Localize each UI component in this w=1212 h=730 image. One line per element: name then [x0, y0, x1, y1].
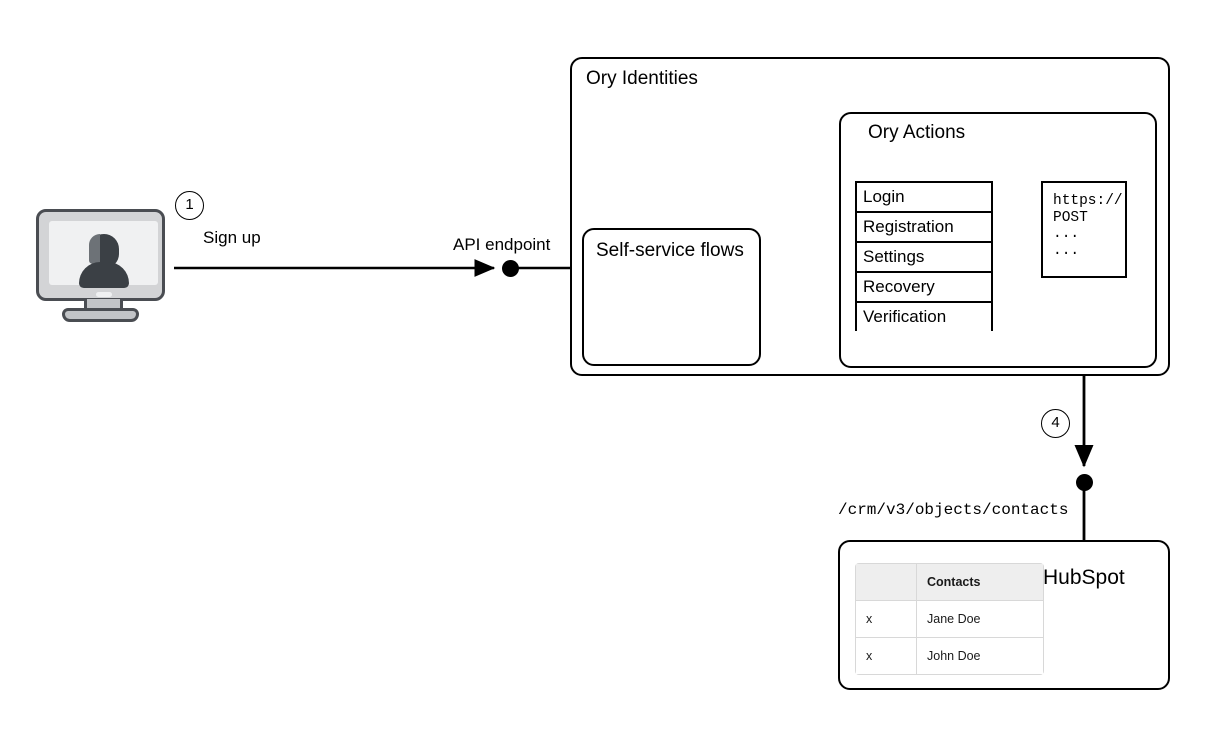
- monitor-bezel: [36, 209, 165, 301]
- table-header-blank: [855, 563, 917, 601]
- self-service-flow-list: Login Registration Settings Recovery Ver…: [855, 181, 993, 333]
- self-service-flows-title: Self-service flows: [596, 240, 744, 261]
- hubspot-endpoint-junction-dot: [1076, 474, 1093, 491]
- monitor-base: [62, 308, 139, 322]
- user-monitor-icon: [36, 209, 165, 322]
- table-cell-name: Jane Doe: [916, 600, 1044, 638]
- flow-item-verification[interactable]: Verification: [857, 303, 991, 333]
- table-row[interactable]: x John Doe: [855, 637, 1044, 675]
- label-api-endpoint: API endpoint: [453, 235, 551, 255]
- flow-item-settings[interactable]: Settings: [857, 243, 991, 273]
- table-cell-name: John Doe: [916, 637, 1044, 675]
- flow-item-recovery[interactable]: Recovery: [857, 273, 991, 303]
- avatar-head-highlight: [89, 234, 100, 264]
- step-badge-4: 4: [1041, 409, 1070, 438]
- hubspot-brand-label: HubSpot: [1043, 566, 1125, 589]
- table-cell-marker: x: [855, 600, 917, 638]
- webhook-code-box: https:// POST ... ...: [1041, 181, 1127, 278]
- table-row[interactable]: x Jane Doe: [855, 600, 1044, 638]
- flow-item-registration[interactable]: Registration: [857, 213, 991, 243]
- step-badge-1: 1: [175, 191, 204, 220]
- flow-item-login[interactable]: Login: [857, 183, 991, 213]
- label-sign-up: Sign up: [203, 228, 261, 248]
- avatar-body-icon: [79, 262, 129, 288]
- table-cell-marker: x: [855, 637, 917, 675]
- table-header-row: Contacts: [855, 563, 1044, 601]
- ory-actions-title: Ory Actions: [868, 122, 966, 143]
- label-crm-path: /crm/v3/objects/contacts: [838, 501, 1069, 520]
- monitor-notch: [96, 292, 112, 297]
- table-header-contacts: Contacts: [916, 563, 1044, 601]
- ory-identities-title: Ory Identities: [586, 68, 698, 89]
- self-service-flows-box: [582, 228, 761, 366]
- hubspot-contacts-table: Contacts x Jane Doe x John Doe: [855, 563, 1044, 675]
- api-endpoint-junction-dot: [502, 260, 519, 277]
